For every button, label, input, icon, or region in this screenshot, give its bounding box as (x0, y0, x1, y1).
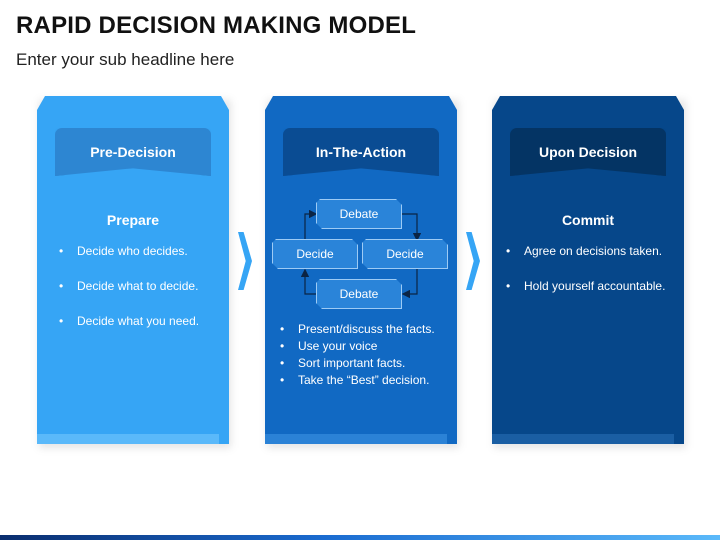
column-header: In-The-Action (283, 128, 439, 176)
bullet-item: Hold yourself accountable. (506, 278, 684, 295)
cycle-node-bottom: Debate (316, 279, 402, 309)
cycle-node-right: Decide (362, 239, 448, 269)
card-bottom-strip (492, 434, 674, 444)
bullet-item: Decide who decides. (59, 243, 227, 260)
arrow-left-to-top (304, 209, 318, 239)
bullet-list: Agree on decisions taken. Hold yourself … (506, 243, 684, 313)
column-in-the-action: In-The-Action Debate Decide Decide Debat… (265, 96, 457, 444)
page-subtitle: Enter your sub headline here (16, 50, 235, 69)
bullet-item: Use your voice (280, 338, 457, 355)
column-header: Upon Decision (510, 128, 666, 176)
bullet-list: Present/discuss the facts. Use your voic… (280, 321, 457, 389)
bullet-item: Present/discuss the facts. (280, 321, 457, 338)
column-pre-decision: Pre-Decision Prepare Decide who decides.… (37, 96, 229, 444)
column-header: Pre-Decision (55, 128, 211, 176)
arrow-right-to-bottom (401, 269, 418, 299)
chevron-right-icon (466, 232, 480, 290)
cycle-node-left: Decide (272, 239, 358, 269)
bullet-item: Take the “Best” decision. (280, 372, 457, 389)
bullet-list: Decide who decides. Decide what to decid… (59, 243, 227, 348)
arrow-bottom-to-left (300, 268, 318, 295)
cycle-node-top: Debate (316, 199, 402, 229)
cycle-arrows (300, 209, 422, 299)
bullet-item: Agree on decisions taken. (506, 243, 684, 260)
column-upon-decision: Upon Decision Commit Agree on decisions … (492, 96, 684, 444)
card-bottom-strip (265, 434, 447, 444)
bullet-item: Decide what you need. (59, 313, 227, 330)
footer-bar (0, 535, 720, 540)
page-title: RAPID DECISION MAKING MODEL (16, 12, 417, 39)
arrow-top-to-right (402, 213, 422, 242)
chevron-right-icon (238, 232, 252, 290)
bullet-item: Decide what to decide. (59, 278, 227, 295)
section-title: Prepare (106, 212, 160, 228)
card-bottom-strip (37, 434, 219, 444)
bullet-item: Sort important facts. (280, 355, 457, 372)
section-title: Commit (561, 212, 615, 228)
